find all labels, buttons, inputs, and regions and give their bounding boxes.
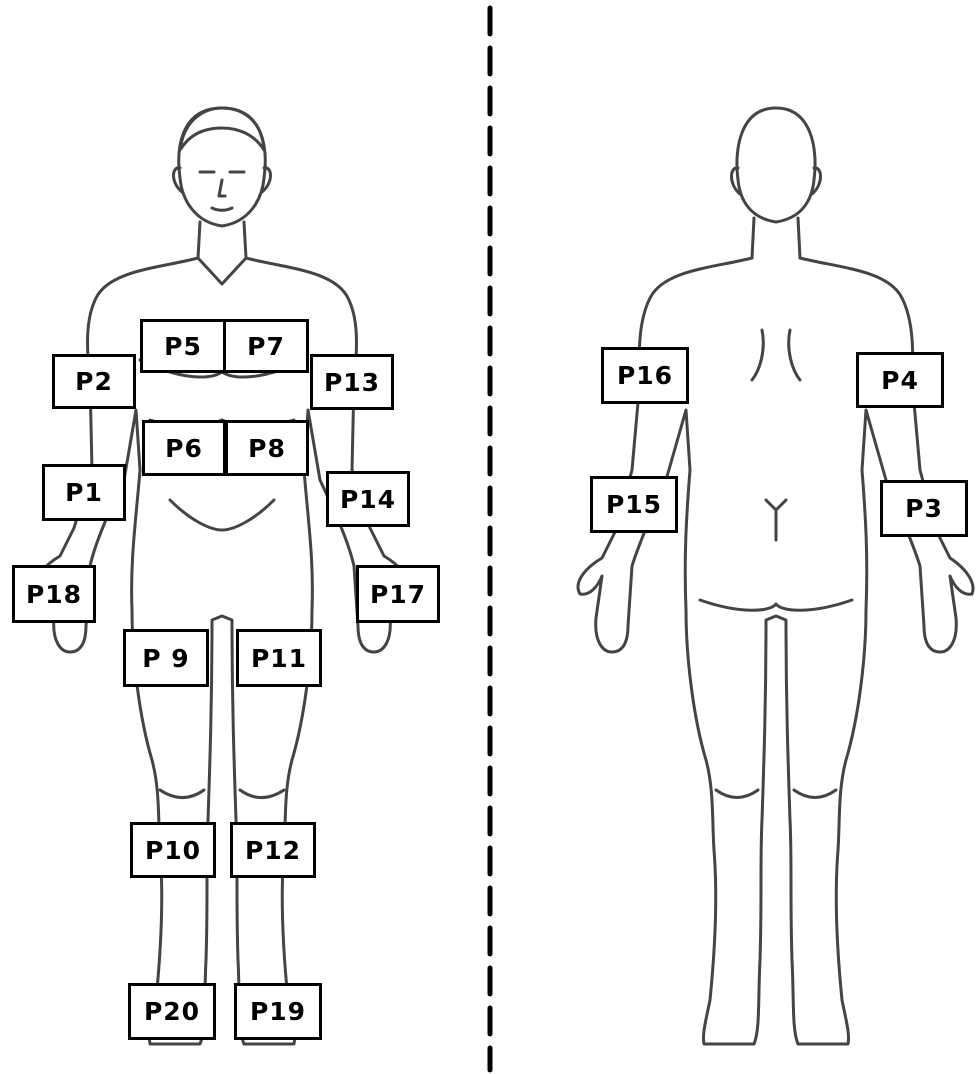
label-p9: P 9 (123, 629, 209, 687)
label-p18: P18 (12, 565, 96, 623)
label-p11: P11 (236, 629, 322, 687)
label-p5: P5 (140, 319, 226, 373)
label-p19: P19 (234, 983, 322, 1040)
label-p14: P14 (326, 471, 410, 527)
label-p6: P6 (142, 420, 226, 476)
label-p3: P3 (880, 480, 968, 537)
label-p20: P20 (128, 983, 216, 1040)
label-p13: P13 (310, 354, 394, 410)
label-p2: P2 (52, 354, 136, 409)
label-p1: P1 (42, 464, 126, 521)
label-p4: P4 (856, 352, 944, 408)
label-p12: P12 (230, 822, 316, 878)
label-p17: P17 (356, 565, 440, 623)
label-p7: P7 (223, 319, 309, 373)
human-body-back-icon (578, 108, 973, 1044)
label-p16: P16 (601, 347, 689, 404)
label-p15: P15 (590, 476, 678, 533)
label-p10: P10 (130, 822, 216, 878)
label-p8: P8 (225, 420, 309, 476)
